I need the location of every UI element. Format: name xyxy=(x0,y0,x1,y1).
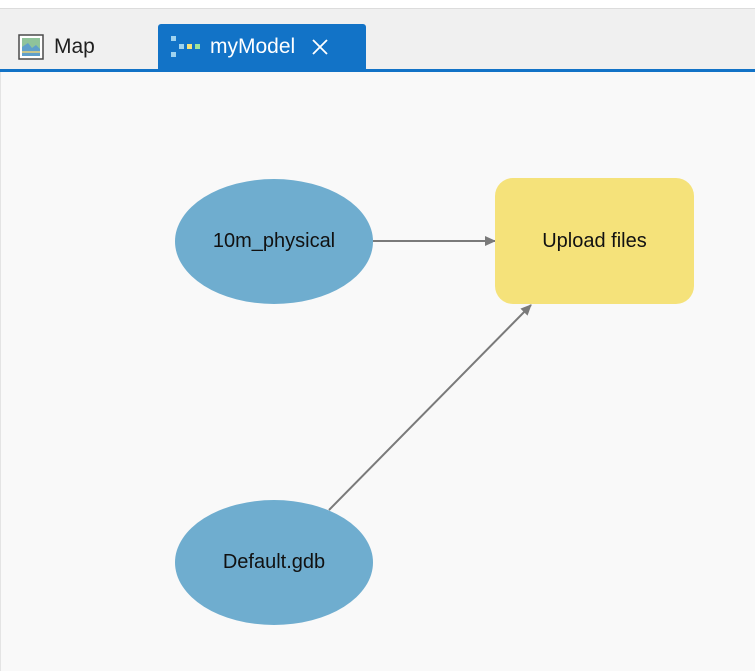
tab-mymodel[interactable]: myModel xyxy=(158,24,366,69)
tab-map-label: Map xyxy=(54,34,95,58)
data-node-10m-physical[interactable]: 10m_physical xyxy=(175,179,373,304)
map-icon xyxy=(18,33,44,60)
node-label: 10m_physical xyxy=(212,230,336,252)
model-icon xyxy=(170,35,202,59)
tab-bar: Map myModel xyxy=(0,9,755,69)
node-label: Default.gdb xyxy=(222,551,326,573)
tab-map[interactable]: Map xyxy=(8,24,148,69)
tab-accent-line xyxy=(0,69,755,72)
window-top-strip xyxy=(0,0,755,9)
data-node-default-gdb[interactable]: Default.gdb xyxy=(175,500,373,625)
node-label: Upload files xyxy=(542,229,647,252)
model-canvas[interactable] xyxy=(0,72,755,671)
close-icon[interactable] xyxy=(311,38,329,56)
tool-node-upload-files[interactable]: Upload files xyxy=(495,178,694,304)
tab-mymodel-label: myModel xyxy=(210,34,296,58)
